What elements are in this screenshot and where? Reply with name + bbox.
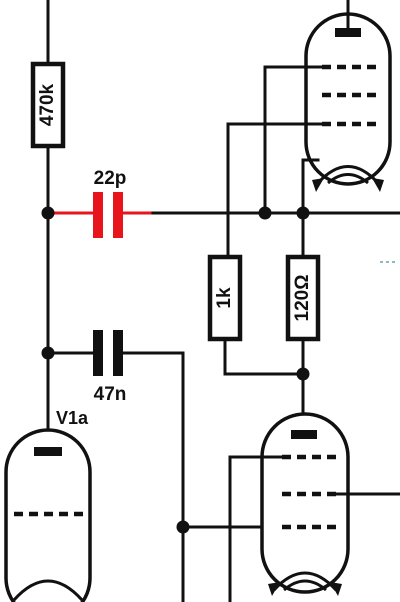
resistor-120-ohm-label: 120Ω — [292, 275, 313, 322]
tube-v1a-label: V1a — [56, 408, 89, 428]
capacitor-22p-label: 22p — [94, 168, 127, 189]
resistor-470k-label: 470k — [37, 83, 58, 126]
capacitor-47n-label: 47n — [94, 384, 127, 405]
resistor-1k-label: 1k — [214, 287, 235, 309]
lower-tube — [260, 412, 350, 596]
resistor-120-ohm: 120Ω — [285, 211, 321, 432]
capacitor-47n: 47n — [46, 330, 185, 602]
resistor-470k: 470k — [30, 61, 66, 149]
capacitor-22p: 22p — [48, 168, 153, 238]
lower-grid1-wire — [228, 455, 284, 602]
upper-grid3-wire — [226, 122, 324, 257]
upper-cathode-wire — [301, 158, 320, 215]
upper-tube — [304, 0, 392, 192]
upper-grid2-wire — [263, 65, 324, 215]
tube-v1a: V1a — [4, 408, 92, 602]
junction-dots — [41, 206, 310, 534]
resistor-1k: 1k — [207, 254, 305, 376]
